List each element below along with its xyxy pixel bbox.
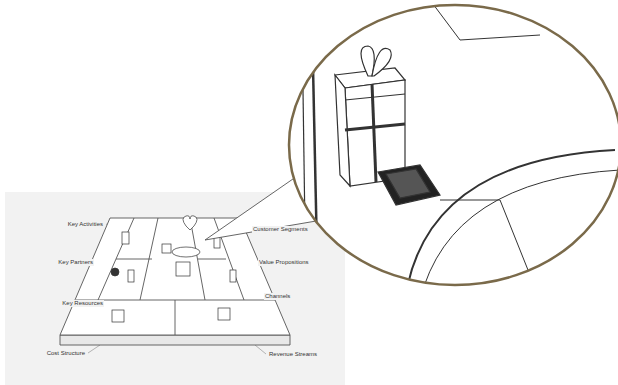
section-label: Revenue Streams [268, 351, 318, 358]
section-label: Cost Structure [46, 350, 86, 357]
section-label: Key Resources [61, 300, 104, 307]
section-label: Key Activities [67, 221, 104, 228]
section-label: Channels [264, 293, 291, 300]
magnifier-rim [289, 5, 618, 285]
section-label: Customer Segments [252, 226, 309, 233]
section-label: Key Partners [57, 259, 94, 266]
business-canvas [60, 218, 290, 345]
section-label: Value Propositions [258, 259, 310, 266]
magnifier-lens [289, 5, 618, 285]
